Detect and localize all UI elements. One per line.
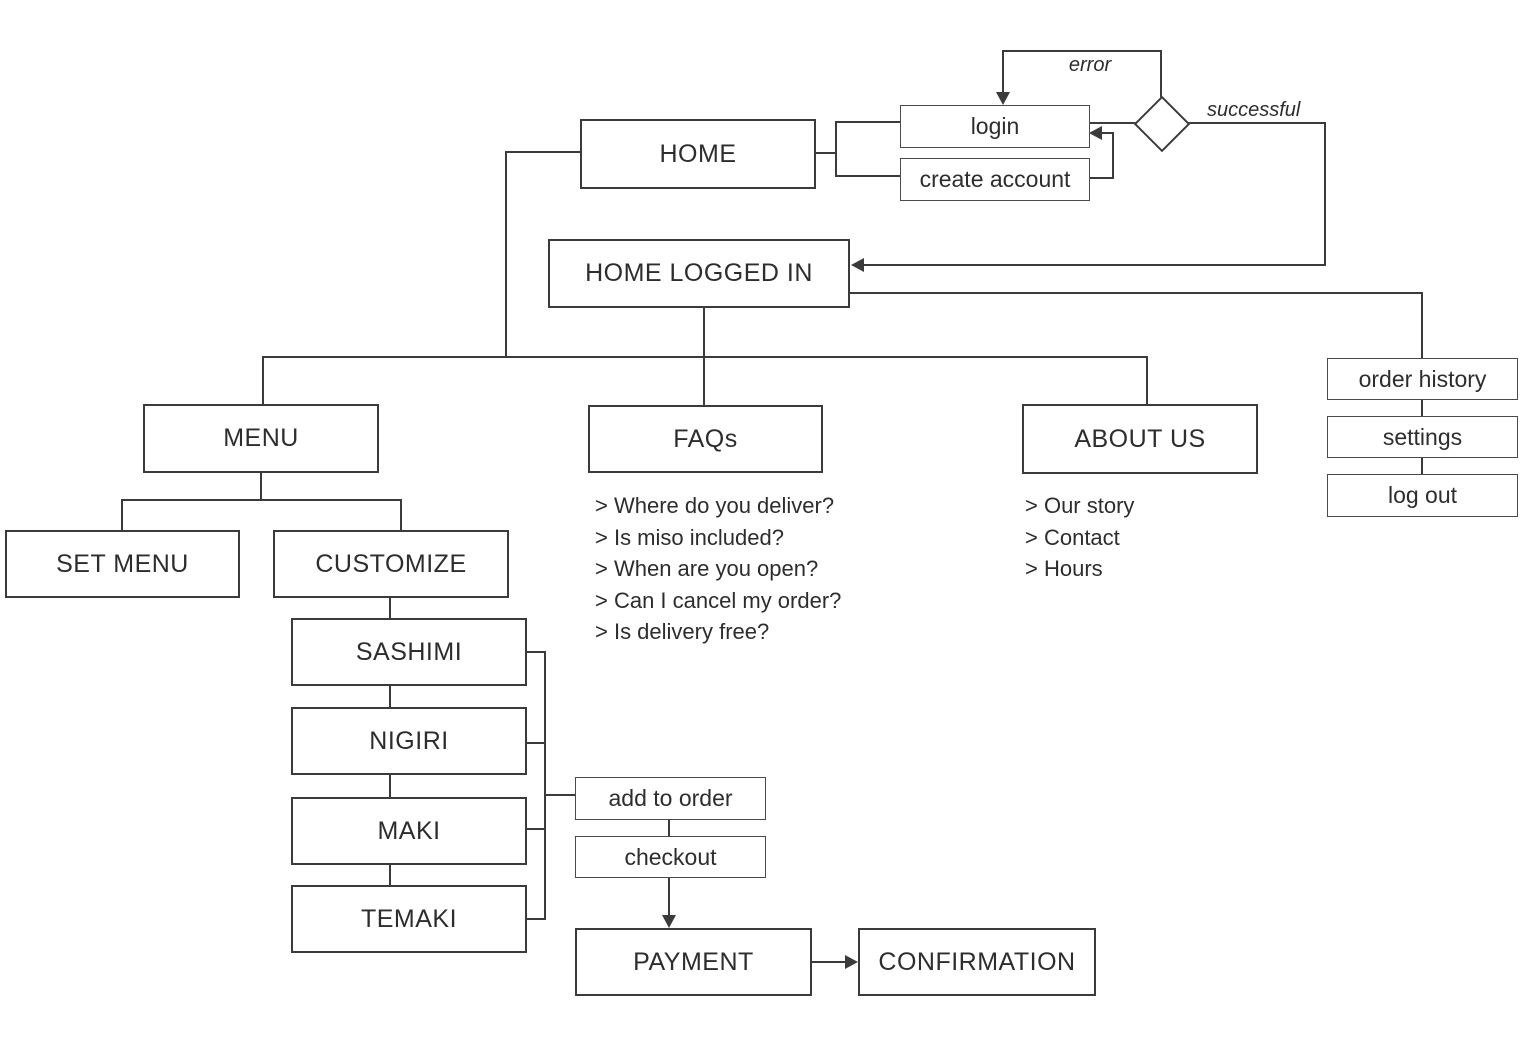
connector-maki-temaki [389, 864, 391, 886]
connector-aboutus-drop [1146, 356, 1148, 405]
connector-setmenu-drop [121, 499, 123, 531]
connector-error-into-login [1002, 50, 1004, 94]
faq-item: > Can I cancel my order? [595, 587, 842, 613]
node-about-us: ABOUT US [1022, 404, 1258, 474]
connector-createaccount-loop-bottom [1089, 177, 1114, 179]
connector-addtoorder-checkout [668, 819, 670, 837]
connector-createaccount-loop-top [1101, 132, 1114, 134]
connector-sashimi-nigiri [389, 685, 391, 708]
connector-to-login [835, 121, 901, 123]
node-temaki: TEMAKI [291, 885, 527, 953]
connector-successful-into-homeloggedin [862, 264, 1326, 266]
connector-temaki-stub [526, 918, 546, 920]
node-create-account: create account [900, 158, 1090, 201]
connector-sashimi-stub [526, 651, 546, 653]
connector-home-left-stub [505, 151, 581, 153]
faq-item: > Where do you deliver? [595, 493, 835, 518]
connector-settings-logout [1421, 457, 1423, 475]
node-payment: PAYMENT [575, 928, 812, 996]
node-customize: CUSTOMIZE [273, 530, 509, 598]
connector-menu-down [260, 472, 262, 501]
login-decision-diamond [1133, 95, 1191, 153]
connector-menu-drop [262, 356, 264, 404]
edge-label-error: error [1068, 54, 1112, 76]
node-sashimi: SASHIMI [291, 618, 527, 686]
about-item: > Contact [1025, 524, 1120, 550]
node-menu: MENU [143, 404, 379, 473]
connector-nigiri-maki [389, 774, 391, 798]
faq-item: > Is delivery free? [595, 619, 770, 645]
arrowhead-into-login-top [996, 92, 1010, 105]
node-add-to-order: add to order [575, 777, 766, 820]
node-confirmation: CONFIRMATION [858, 928, 1096, 996]
node-faqs: FAQs [588, 405, 823, 473]
connector-successful-horizontal [1188, 122, 1326, 124]
connector-checkout-payment [668, 877, 670, 918]
node-log-out: log out [1327, 474, 1518, 517]
connector-home-right-stub [815, 152, 837, 154]
node-login: login [900, 105, 1090, 148]
connector-createaccount-loop-up [1112, 132, 1114, 179]
connector-error-top [1002, 50, 1162, 52]
faq-item: > When are you open? [595, 556, 819, 582]
connector-orderhistory-drop [1421, 292, 1423, 358]
connector-successful-down [1324, 122, 1326, 265]
connector-login-to-diamond [1089, 122, 1137, 124]
connector-customize-sashimi [389, 597, 391, 619]
connector-orderhistory-settings [1421, 399, 1423, 417]
connector-payment-confirmation [811, 961, 847, 963]
faq-list: > Where do you deliver? > Is miso includ… [595, 490, 841, 648]
node-set-menu: SET MENU [5, 530, 240, 598]
node-order-history: order history [1327, 358, 1518, 400]
connector-home-down [505, 151, 507, 358]
node-maki: MAKI [291, 797, 527, 865]
connector-bracket-addtoorder [544, 794, 576, 796]
connector-error-from-diamond [1160, 50, 1162, 99]
connector-homeloggedin-faqs-drop [703, 307, 705, 406]
edge-label-successful: successful [1207, 99, 1301, 121]
node-settings: settings [1327, 416, 1518, 458]
node-nigiri: NIGIRI [291, 707, 527, 775]
connector-tree-horizontal [262, 356, 1148, 358]
arrowhead-into-login-right [1089, 126, 1102, 140]
arrowhead-into-payment [662, 915, 676, 928]
about-item: > Hours [1025, 556, 1103, 582]
about-item: > Our story [1025, 493, 1135, 518]
connector-menu-children-horizontal [121, 499, 402, 501]
connector-auth-bracket [835, 121, 837, 177]
node-checkout: checkout [575, 836, 766, 878]
arrowhead-into-homeloggedin [851, 258, 864, 272]
connector-nigiri-stub [526, 742, 546, 744]
connector-homeloggedin-to-account-column [849, 292, 1423, 294]
node-home: HOME [580, 119, 816, 189]
connector-maki-stub [526, 828, 546, 830]
about-list: > Our story > Contact > Hours [1025, 490, 1134, 585]
arrowhead-into-confirmation [845, 955, 858, 969]
connector-customize-drop [400, 499, 402, 531]
node-home-logged-in: HOME LOGGED IN [548, 239, 850, 308]
connector-items-bracket [544, 651, 546, 920]
faq-item: > Is miso included? [595, 524, 784, 550]
connector-to-create-account [835, 175, 901, 177]
